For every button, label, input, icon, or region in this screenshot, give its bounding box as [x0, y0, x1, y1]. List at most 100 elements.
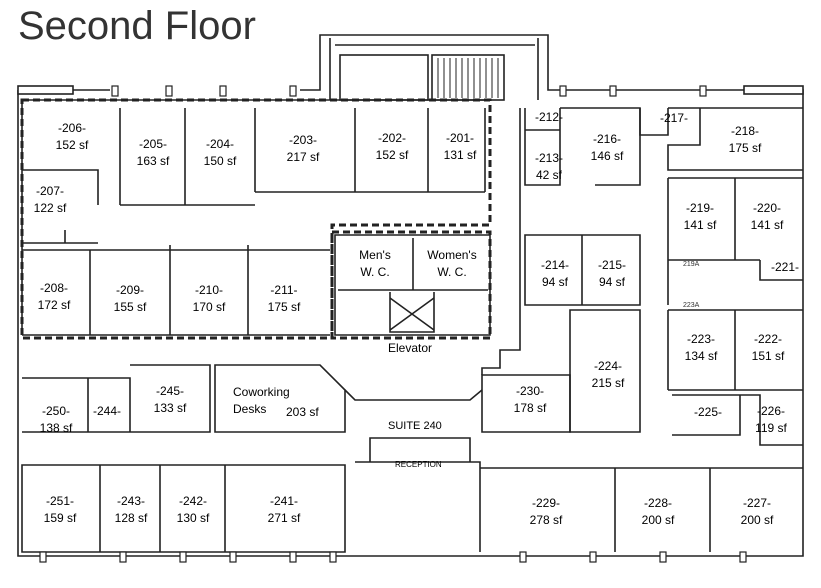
room-223a-label: 223A	[683, 302, 700, 309]
room-number: -230-	[515, 384, 545, 398]
room-area: 200 sf	[641, 513, 675, 527]
room-202: -202- 152 sf	[376, 130, 409, 164]
room-number: -221-	[770, 260, 800, 274]
room-245: -245- 133 sf	[154, 383, 187, 417]
room-number: -224-	[593, 359, 623, 373]
room-number: -225-	[693, 405, 723, 419]
room-area: 271 sf	[267, 511, 301, 525]
room-206: -206- 152 sf	[56, 120, 89, 154]
room-area: 122 sf	[33, 201, 67, 215]
room-210: -210- 170 sf	[193, 282, 226, 316]
room-204: -204- 150 sf	[204, 136, 237, 170]
room-243: -243-128 sf	[115, 493, 148, 527]
room-250: -250- 138 sf	[40, 403, 73, 437]
room-area: 150 sf	[203, 154, 237, 168]
room-area: 141 sf	[683, 218, 717, 232]
room-221: -221-	[771, 259, 799, 276]
mens-line2: W. C.	[360, 265, 390, 279]
room-area: 151 sf	[751, 349, 785, 363]
room-area: 159 sf	[43, 511, 77, 525]
room-209: -209-155 sf	[114, 282, 147, 316]
room-area: 170 sf	[192, 300, 226, 314]
room-number: -208-	[39, 281, 69, 295]
room-224: -224- 215 sf	[592, 358, 625, 392]
room-area: 141 sf	[750, 218, 784, 232]
room-number: -213-	[534, 151, 564, 165]
mens-line1: Men's	[359, 248, 391, 262]
room-number: -227-	[742, 496, 772, 510]
room-area: 42 sf	[535, 168, 563, 182]
room-242: -242-130 sf	[177, 493, 210, 527]
room-212: -212-	[535, 109, 563, 126]
room-203: -203-217 sf	[287, 132, 320, 166]
room-area: 146 sf	[590, 149, 624, 163]
womens-line2: W. C.	[437, 265, 467, 279]
room-number: -222-	[753, 332, 783, 346]
womens-line1: Women's	[427, 248, 477, 262]
room-area: 200 sf	[740, 513, 774, 527]
room-number: -207-	[35, 184, 65, 198]
room-area: 119 sf	[755, 421, 787, 435]
room-number: -229-	[531, 496, 561, 510]
room-217: -217-	[660, 110, 688, 127]
room-number: -203-	[288, 133, 318, 147]
room-223: -223-134 sf	[685, 331, 718, 365]
room-area: 134 sf	[684, 349, 718, 363]
room-area: 152 sf	[375, 148, 409, 162]
room-226: -226- 119 sf	[755, 403, 787, 437]
room-205: -205- 163 sf	[137, 136, 170, 170]
room-213: -213- 42 sf	[535, 150, 563, 184]
coworking-line1: Coworking	[233, 385, 290, 399]
room-number: -215-	[597, 258, 627, 272]
room-220: -220- 141 sf	[751, 200, 784, 234]
room-215: -215- 94 sf	[598, 257, 626, 291]
room-number: -214-	[540, 258, 570, 272]
room-number: -241-	[269, 494, 299, 508]
room-225: -225-	[694, 404, 722, 421]
womens-wc: Women's W. C.	[427, 247, 476, 281]
room-area: 133 sf	[153, 401, 187, 415]
reception-label: RECEPTION	[395, 460, 442, 469]
room-number: -210-	[194, 283, 224, 297]
suite-label: SUITE 240	[388, 420, 442, 432]
room-number: -244-	[92, 404, 122, 418]
coworking-area: 203 sf	[286, 405, 319, 419]
room-number: -251-	[45, 494, 75, 508]
room-219: -219- 141 sf	[684, 200, 717, 234]
room-area: 138 sf	[39, 421, 73, 435]
mens-wc: Men's W. C.	[359, 247, 391, 281]
room-number: -220-	[752, 201, 782, 215]
room-201: -201-131 sf	[444, 130, 477, 164]
room-area: 94 sf	[541, 275, 569, 289]
room-216: -216-146 sf	[591, 131, 624, 165]
room-area: 94 sf	[598, 275, 626, 289]
room-number: -243-	[116, 494, 146, 508]
room-area: 278 sf	[529, 513, 563, 527]
room-230: -230-178 sf	[514, 383, 547, 417]
room-number: -226-	[756, 404, 785, 418]
room-229: -229- 278 sf	[530, 495, 563, 529]
room-number: -202-	[377, 131, 407, 145]
room-area: 152 sf	[55, 138, 89, 152]
room-number: -228-	[643, 496, 673, 510]
room-number: -204-	[205, 137, 235, 151]
room-area: 172 sf	[37, 298, 71, 312]
room-number: -211-	[270, 283, 298, 297]
room-number: -250-	[41, 404, 71, 418]
room-number: -201-	[445, 131, 475, 145]
room-area: 215 sf	[591, 376, 625, 390]
room-number: -245-	[155, 384, 185, 398]
room-area: 175 sf	[728, 141, 762, 155]
room-228: -228- 200 sf	[642, 495, 675, 529]
room-number: -205-	[138, 137, 168, 151]
room-211: -211-175 sf	[268, 282, 301, 316]
room-area: 155 sf	[113, 300, 147, 314]
room-number: -219-	[685, 201, 715, 215]
elevator-label: Elevator	[388, 341, 433, 355]
room-number: -206-	[57, 121, 87, 135]
room-number: -217-	[659, 111, 689, 125]
room-244: -244-	[93, 403, 121, 420]
room-area: 163 sf	[136, 154, 170, 168]
coworking-label: Coworking Desks	[233, 384, 290, 418]
room-241: -241- 271 sf	[268, 493, 301, 527]
